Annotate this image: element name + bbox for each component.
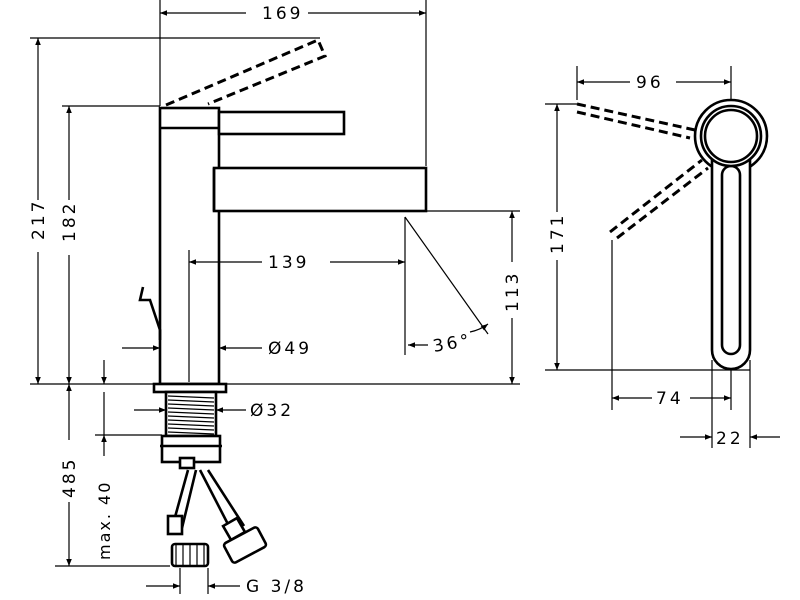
dim-installation-depth: 485 — [60, 457, 80, 498]
dim-side-height: 171 — [548, 213, 568, 254]
dim-body-height: 182 — [60, 201, 80, 242]
dim-shank-diameter: Ø32 — [250, 401, 294, 421]
thread-line — [167, 419, 215, 423]
thread-line — [167, 427, 215, 431]
supply-hoses — [166, 469, 268, 568]
thread-line — [167, 431, 215, 435]
dim-overall-height: 217 — [29, 199, 49, 240]
dim-spout-height: 113 — [503, 271, 523, 312]
dimension-lines-front — [30, 0, 520, 594]
dimension-labels: 169 217 182 139 113 36° Ø49 Ø32 485 max.… — [29, 4, 744, 597]
thread-line — [167, 399, 215, 403]
thread-line — [167, 407, 215, 411]
dim-handle-width: 22 — [716, 429, 744, 449]
dim-body-diameter: Ø49 — [268, 339, 312, 359]
dim-spout-projection: 139 — [268, 253, 309, 273]
dimension-lines-side — [545, 66, 780, 448]
threaded-shank — [160, 390, 222, 470]
dim-base-offset: 74 — [656, 389, 684, 409]
thread-line — [167, 403, 215, 407]
side-view-faucet — [576, 98, 769, 371]
dim-spray-angle: 36° — [431, 330, 473, 356]
front-view-faucet — [138, 38, 428, 394]
dim-overall-width: 169 — [262, 4, 303, 24]
dim-connection-thread: G 3/8 — [246, 577, 307, 597]
dim-handle-swing-width: 96 — [636, 73, 664, 93]
thread-line — [167, 411, 215, 415]
dim-max-thickness: max. 40 — [95, 481, 114, 560]
thread-line — [167, 395, 215, 399]
thread-line — [167, 415, 215, 419]
thread-line — [167, 423, 215, 427]
